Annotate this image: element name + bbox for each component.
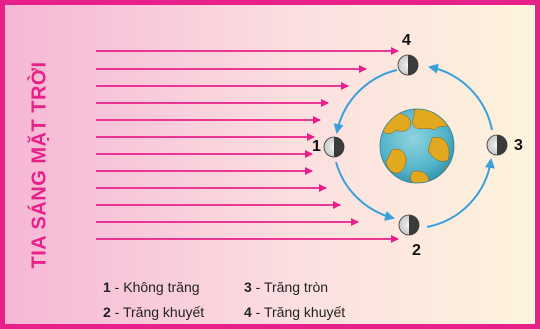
orbit-arc-3-to-4 [428,63,493,131]
legend-text: - Trăng khuyết [251,304,346,320]
orbit-arc-4-to-1 [333,69,398,134]
legend-item-2: 2 - Trăng khuyết [103,304,204,320]
position-number-3: 3 [514,137,523,154]
legend-text: - Trăng tròn [251,279,329,295]
legend-number: 2 [103,304,111,320]
position-number-1: 1 [312,138,321,155]
legend-text: - Không trăng [110,279,200,295]
sun-rays-label: TIA SÁNG MẶT TRỜI [28,61,51,269]
legend-item-1: 1 - Không trăng [103,279,200,295]
position-number-2: 2 [412,242,421,259]
legend-item-4: 4 - Trăng khuyết [244,304,345,320]
orbit-arc-2-to-3 [426,158,495,228]
orbit-arc-1-to-2 [335,161,395,221]
position-number-4: 4 [402,32,411,49]
moon-orbit [333,63,495,228]
sun-rays [96,47,399,243]
legend-number: 1 [103,279,111,295]
moon-2 [398,214,420,236]
moon-4 [397,54,419,76]
legend-number: 4 [244,304,252,320]
moon-3 [486,134,508,156]
legend-number: 3 [244,279,252,295]
moon-1 [323,136,345,158]
earth [379,108,455,184]
legend-item-3: 3 - Trăng tròn [244,279,328,295]
legend-text: - Trăng khuyết [110,304,205,320]
